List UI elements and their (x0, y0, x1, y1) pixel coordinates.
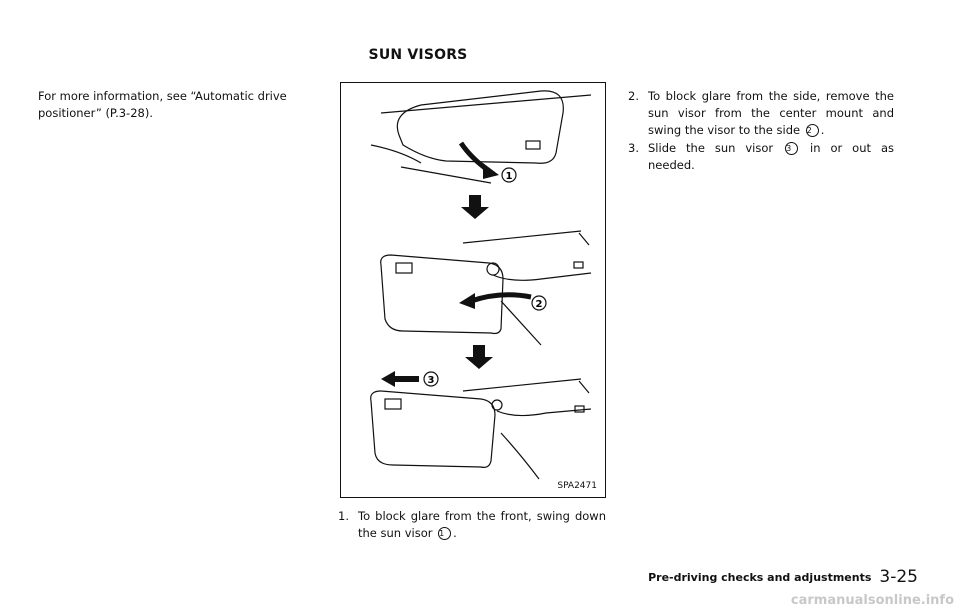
headliner-line (380, 94, 592, 114)
step-number: 3. (628, 141, 639, 155)
step-text: To block glare from the front, swing dow… (358, 509, 606, 540)
figure-code: SPA2471 (557, 481, 597, 491)
step-number: 1. (338, 509, 349, 523)
visor-down (380, 254, 504, 335)
intro-paragraph: For more information, see “Automatic dri… (38, 89, 287, 120)
down-arrow-icon (465, 345, 493, 369)
swing-arrow-2 (470, 292, 532, 304)
visor-slide (370, 390, 496, 468)
step-2: 2. To block glare from the side, remove … (628, 89, 894, 137)
step-3: 3. Slide the sun visor 3 in or out as ne… (628, 141, 895, 172)
svg-text:1: 1 (506, 171, 513, 182)
step-number: 2. (628, 89, 639, 103)
page-number: 3-25 (879, 567, 918, 587)
page-footer: Pre-driving checks and adjustments 3-25 (648, 567, 918, 587)
sun-visor-illustration: 1 2 (340, 82, 606, 498)
svg-text:3: 3 (428, 375, 435, 386)
sun-visor-drawing: 1 2 (370, 90, 592, 480)
step-1: 1. To block glare from the front, swing … (338, 509, 606, 540)
step-text: Slide the sun visor (648, 141, 774, 155)
footer-section: Pre-driving checks and adjustments (648, 571, 872, 584)
visor-up (396, 90, 564, 164)
callout-3: 3 (423, 371, 439, 387)
callout-1: 1 (501, 167, 517, 183)
callout-ref-3: 3 (785, 142, 799, 155)
svg-text:2: 2 (536, 299, 543, 310)
down-arrow-icon (461, 195, 489, 219)
watermark: carmanualsonline.info (790, 593, 954, 608)
page-title: SUN VISORS (368, 47, 468, 63)
step-text: To block glare from the side, remove the… (648, 89, 894, 137)
callout-ref-1: 1 (438, 527, 452, 540)
callout-ref-2: 2 (805, 124, 819, 137)
callout-2: 2 (531, 295, 547, 311)
